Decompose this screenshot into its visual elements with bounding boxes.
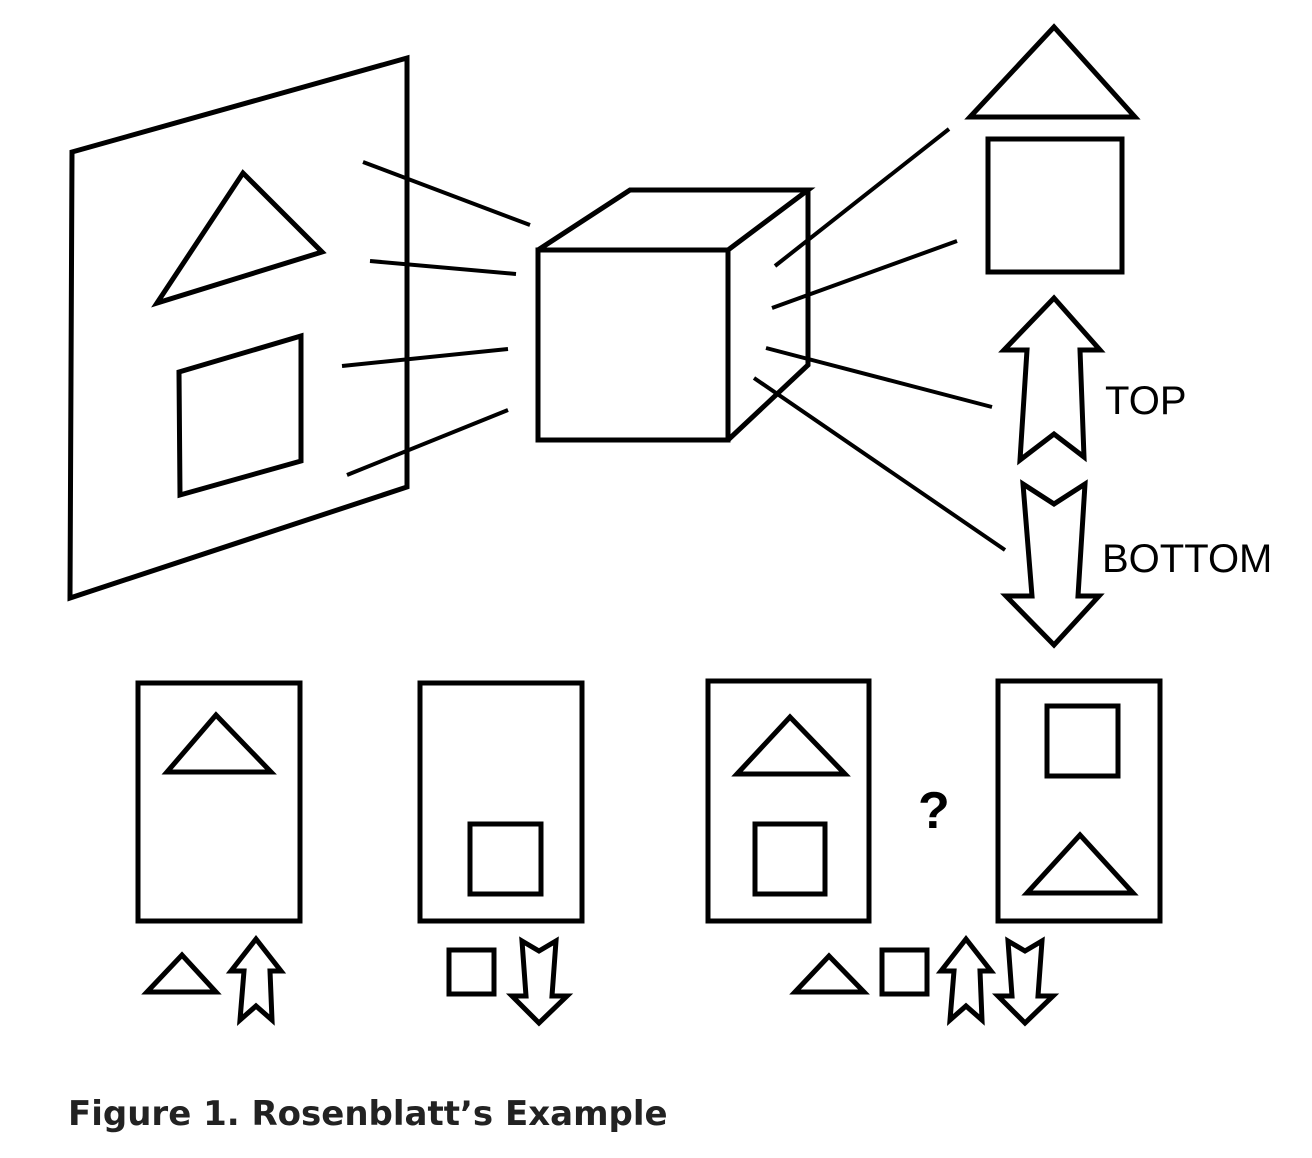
response-triangle bbox=[964, 23, 1141, 120]
small-square-icon bbox=[446, 947, 497, 997]
example-card-triangle-square bbox=[705, 678, 872, 924]
bottom-arrow-icon bbox=[1000, 479, 1105, 649]
question-mark: ? bbox=[918, 782, 950, 840]
association-cube bbox=[535, 187, 816, 443]
example-card-triangle-top bbox=[135, 680, 303, 924]
card-square bbox=[1044, 703, 1121, 779]
response-square bbox=[985, 136, 1125, 275]
card-square bbox=[752, 821, 828, 897]
small-square-icon bbox=[879, 947, 930, 997]
legend-triangle-up bbox=[141, 934, 287, 1026]
top-label: TOP bbox=[1105, 379, 1187, 423]
card-triangle bbox=[731, 713, 851, 777]
card-frame bbox=[995, 678, 1163, 924]
response-connection-line bbox=[771, 239, 958, 310]
response-connections bbox=[752, 127, 1007, 552]
card-triangle bbox=[1021, 831, 1139, 896]
retina-connections bbox=[341, 160, 531, 477]
retina-connection-line bbox=[346, 408, 509, 477]
cube-top-face bbox=[536, 187, 816, 253]
down-arrow-icon bbox=[991, 936, 1060, 1027]
down-arrow-icon bbox=[505, 936, 574, 1027]
retina-panel bbox=[67, 54, 410, 602]
example-card-square-triangle bbox=[995, 678, 1163, 924]
response-connection-line bbox=[773, 127, 951, 268]
retina-connection-line bbox=[369, 259, 517, 276]
small-triangle-icon bbox=[141, 951, 222, 995]
card-frame bbox=[135, 680, 303, 924]
card-triangle bbox=[161, 711, 277, 775]
example-card-square-bottom bbox=[417, 680, 585, 924]
up-arrow-icon bbox=[225, 934, 287, 1026]
bottom-label: BOTTOM bbox=[1102, 537, 1272, 581]
cube-side-face bbox=[726, 190, 811, 442]
cube-front-face bbox=[535, 247, 731, 443]
retina-square bbox=[176, 332, 304, 499]
card-square bbox=[467, 821, 544, 897]
retina-triangle bbox=[151, 169, 327, 308]
retina-connection-line bbox=[341, 347, 509, 368]
small-triangle-icon bbox=[789, 952, 870, 995]
legend-square-down bbox=[446, 936, 574, 1027]
response-connection-line bbox=[765, 346, 993, 409]
figure-caption: Figure 1. Rosenblatt’s Example bbox=[68, 1094, 668, 1134]
card-frame bbox=[705, 678, 872, 924]
retina-plane bbox=[67, 54, 410, 602]
top-arrow-icon bbox=[998, 294, 1106, 466]
legend-both bbox=[789, 934, 1060, 1027]
card-frame bbox=[417, 680, 585, 924]
up-arrow-icon bbox=[935, 934, 997, 1026]
response-connection-line bbox=[752, 376, 1007, 552]
retina-connection-line bbox=[362, 160, 531, 227]
